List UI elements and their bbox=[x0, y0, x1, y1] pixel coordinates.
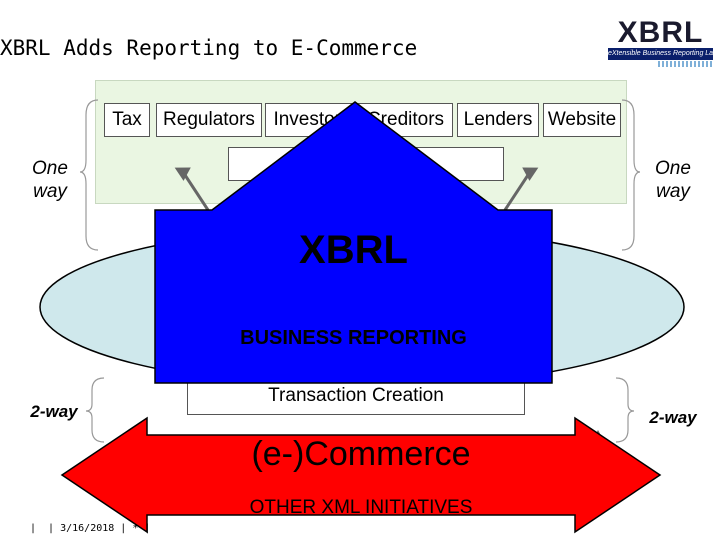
one-way-right-line1: One bbox=[655, 158, 691, 179]
grey-arrow-left bbox=[181, 171, 210, 211]
logo-decoration bbox=[658, 61, 713, 67]
right-top-brace bbox=[621, 99, 641, 251]
other-xml-label: OTHER XML INITIATIVES bbox=[249, 497, 473, 518]
one-way-right-line2: way bbox=[656, 181, 690, 202]
one-way-left-line1: One bbox=[32, 158, 68, 179]
logo-tagline: eXtensible Business Reporting Language bbox=[608, 48, 720, 60]
right-bottom-brace bbox=[615, 377, 635, 443]
one-way-left-line2: way bbox=[33, 181, 67, 202]
target-lenders: Lenders bbox=[457, 103, 539, 137]
xbrl-arrow-label: XBRL bbox=[299, 228, 408, 272]
one-way-left-label: One way bbox=[30, 157, 70, 203]
target-website: Website bbox=[543, 103, 621, 137]
business-reporting-label: BUSINESS REPORTING bbox=[240, 327, 467, 349]
grey-arrow-left-head bbox=[174, 167, 191, 181]
target-tax: Tax bbox=[104, 103, 150, 137]
logo-wordmark: XBRL bbox=[617, 16, 704, 49]
xbrl-logo: XBRL eXtensible Business Reporting Langu… bbox=[608, 16, 720, 68]
slide-footer: | | 3/16/2018 | * | bbox=[30, 523, 151, 534]
two-way-left-label: 2-way bbox=[30, 402, 78, 421]
one-way-right-label: One way bbox=[652, 157, 694, 203]
two-way-right-label: 2-way bbox=[649, 408, 697, 427]
target-regulators: Regulators bbox=[156, 103, 262, 137]
left-bottom-brace bbox=[85, 377, 105, 443]
commerce-double-arrow bbox=[60, 416, 662, 534]
left-top-brace bbox=[79, 99, 99, 251]
slide-title: XBRL Adds Reporting to E-Commerce bbox=[0, 36, 418, 60]
commerce-label: (e-)Commerce bbox=[251, 435, 471, 473]
grey-arrow-right bbox=[503, 171, 532, 211]
grey-arrow-right-head bbox=[522, 167, 539, 181]
xbrl-up-arrow bbox=[154, 101, 553, 384]
